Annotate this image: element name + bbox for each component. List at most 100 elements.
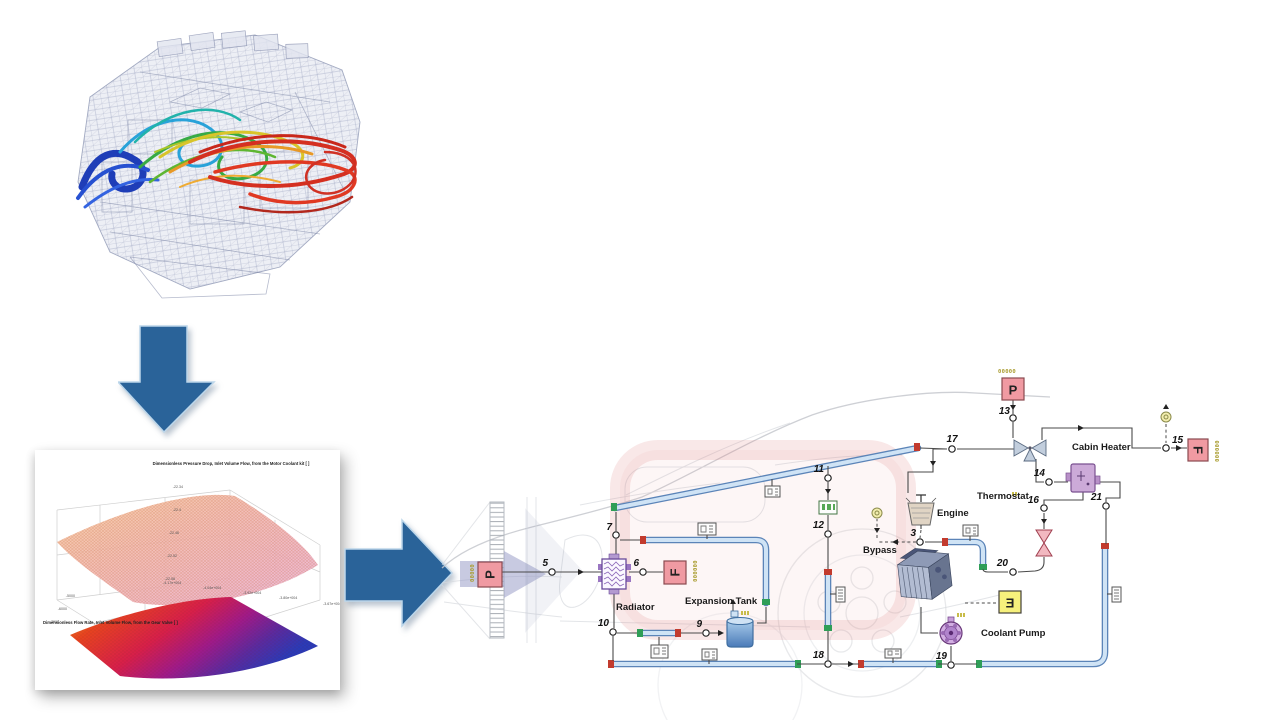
pipe-engine-out (942, 538, 987, 570)
connection-lines (502, 400, 1187, 667)
lookup-table-plot-card: Dimensionless Pressure Drop, Inlet Volum… (35, 450, 341, 690)
pressure-source-top[interactable]: P (1001, 377, 1025, 401)
pipe-radiator-tank (637, 629, 681, 637)
sensor-green-display (818, 500, 838, 515)
pipe-bottom-3-riser (976, 543, 1109, 668)
sensor-left-vert (830, 586, 846, 603)
plot-upper-surface (57, 494, 318, 606)
svg-text:P: P (483, 570, 498, 579)
pipe-bottom-1 (608, 660, 801, 668)
display-left-pressure: 00000 (470, 564, 476, 582)
coolant-pump-label: Coolant Pump (981, 628, 1046, 639)
svg-text:-22.34: -22.34 (173, 485, 183, 489)
svg-text:E: E (1005, 596, 1014, 611)
display-left-flow: 000000 (693, 560, 699, 582)
mini-display-2 (957, 613, 965, 617)
svg-text:7: 7 (606, 522, 612, 533)
sensor-degas-line (697, 522, 717, 539)
coolant-pipes[interactable] (608, 443, 1109, 668)
svg-text:-7000: -7000 (50, 620, 59, 624)
temp-sensor-bypass (871, 507, 883, 519)
mini-display-3 (1012, 492, 1017, 496)
mini-display-1 (741, 611, 749, 615)
display-top-pressure: 00000 (998, 369, 1016, 375)
node-5 (548, 568, 556, 576)
pipe-radiator-return (611, 443, 922, 512)
pipe-tank-degas (640, 536, 770, 607)
plot-y-ticks: -5000 -6000 -7000 (50, 594, 75, 624)
node-19 (947, 661, 955, 669)
svg-text:6: 6 (633, 558, 639, 569)
plot-title-bottom: Dimensionless Flow Rate, Inlet Volume Fl… (43, 620, 178, 625)
front-wheel (777, 528, 947, 698)
flow-sensor-right[interactable]: F (1187, 438, 1209, 462)
svg-text:-22.52: -22.52 (167, 554, 177, 558)
plot-x-ticks: -4.17e+004 -4.04e+004 -3.92e+004 -3.80e+… (163, 581, 341, 606)
svg-text:-5000: -5000 (66, 594, 75, 598)
svg-text:P: P (1009, 383, 1018, 398)
node-3 (916, 538, 924, 546)
sensor-pipe-top (764, 479, 781, 498)
workflow-arrow-down (118, 325, 216, 434)
cfd-engine-image (76, 30, 361, 299)
svg-text:3: 3 (910, 528, 916, 539)
svg-text:-3.67e+004: -3.67e+004 (323, 602, 340, 606)
svg-text:-3.92e+004: -3.92e+004 (243, 591, 261, 595)
workflow-arrow-right (344, 518, 454, 628)
node-20 (1009, 568, 1017, 576)
display-right-flow: 000000 (1215, 440, 1221, 462)
engine-block-image (896, 548, 953, 600)
svg-text:11: 11 (814, 464, 825, 475)
plot-title-top: Dimensionless Pressure Drop, Inlet Volum… (153, 461, 310, 466)
node-12 (824, 530, 832, 538)
signal-source-e[interactable]: E (998, 590, 1022, 614)
svg-text:-4.04e+004: -4.04e+004 (203, 586, 221, 590)
flow-arrows (578, 404, 1182, 667)
cfd-streamlines (76, 108, 357, 214)
pipe-left-vertical (824, 569, 832, 631)
node-numbers: 5 6 7 9 10 11 12 13 14 15 16 17 18 19 20… (542, 406, 1183, 662)
radiator-label: Radiator (616, 602, 655, 613)
restriction-valve-icon[interactable] (1035, 529, 1053, 557)
temp-sensor-heater (1160, 411, 1172, 423)
expansion-tank-icon[interactable] (726, 610, 754, 648)
coolant-pump-icon[interactable] (939, 616, 963, 645)
node-9 (702, 629, 710, 637)
surface-plot: Dimensionless Pressure Drop, Inlet Volum… (43, 461, 341, 679)
rear-wheel-arc (657, 612, 803, 720)
engine-thermal-icon[interactable] (905, 494, 937, 529)
pipe-bottom-2 (858, 660, 942, 668)
cooling-system-schematic: P 00000 F 000000 P 00000 F 000000 E (441, 369, 1221, 720)
plot-z-ticks: -22.34 -22.4 -22.46 -22.52 -22.58 (165, 485, 183, 581)
engine-label: Engine (937, 508, 969, 519)
radiator-icon[interactable] (598, 553, 631, 595)
node-11 (824, 474, 832, 482)
node-6 (639, 568, 647, 576)
node-18 (824, 660, 832, 668)
svg-text:-22.46: -22.46 (169, 531, 179, 535)
svg-text:-3.80e+004: -3.80e+004 (279, 596, 297, 600)
svg-text:18: 18 (813, 650, 825, 661)
node-13 (1009, 414, 1017, 422)
sensors[interactable] (650, 411, 1172, 664)
node-17 (948, 445, 956, 453)
expansion-tank-label: Expansion Tank (685, 596, 758, 607)
cabin-heater-icon[interactable] (1065, 463, 1101, 493)
svg-text:14: 14 (1034, 468, 1046, 479)
thermostat-icon[interactable] (1013, 439, 1047, 462)
sensor-bottom-2 (884, 648, 902, 663)
junction-nodes[interactable] (548, 414, 1170, 669)
pressure-source-left[interactable]: P (477, 561, 503, 588)
svg-text:16: 16 (1028, 495, 1040, 506)
node-7 (612, 531, 620, 539)
svg-text:20: 20 (996, 558, 1009, 569)
component-labels: Radiator Expansion Tank Engine Bypass Th… (616, 442, 1131, 639)
node-16 (1040, 504, 1048, 512)
flow-sensor-left[interactable]: F (663, 560, 687, 585)
svg-text:17: 17 (946, 434, 958, 445)
plot-lower-surface (70, 597, 318, 679)
svg-text:9: 9 (696, 619, 702, 630)
svg-text:5: 5 (542, 558, 548, 569)
thermostat-label: Thermostat (977, 491, 1030, 502)
